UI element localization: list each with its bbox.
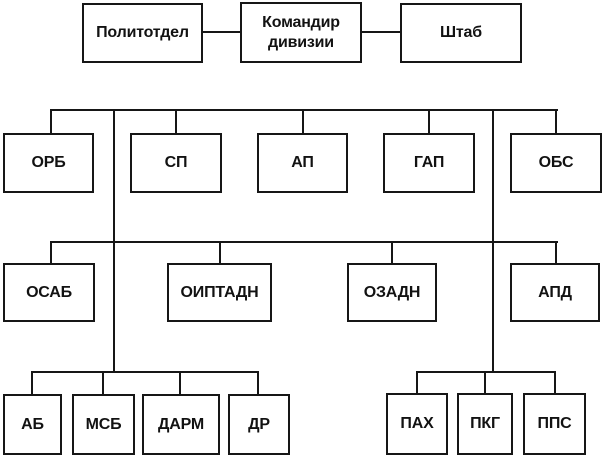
node-orb: ОРБ: [3, 133, 94, 193]
node-politotdel-label: Политотдел: [96, 24, 189, 42]
node-komandir-divizii: Командир дивизии: [240, 2, 362, 63]
node-pkg: ПКГ: [457, 393, 513, 455]
node-osab-label: ОСАБ: [26, 283, 72, 301]
node-pkg-label: ПКГ: [470, 415, 500, 433]
drop-pah: [416, 371, 418, 393]
drop-pps: [554, 371, 556, 393]
node-shtab: Штаб: [400, 3, 522, 63]
node-politotdel: Политотдел: [82, 3, 203, 63]
node-ap-label: АП: [291, 154, 314, 172]
drop-osab: [50, 241, 52, 263]
node-obs-label: ОБС: [538, 154, 574, 172]
bus-row4-right: [416, 371, 556, 373]
node-ozadn-label: ОЗАДН: [363, 283, 421, 301]
node-gap-label: ГАП: [413, 154, 445, 172]
node-obs: ОБС: [510, 133, 602, 193]
drop-sp: [175, 109, 177, 133]
node-ap: АП: [257, 133, 348, 193]
drop-dr: [257, 371, 259, 394]
node-apd-label: АПД: [538, 283, 572, 301]
drop-oiptadn: [219, 241, 221, 263]
drop-darm: [179, 371, 181, 394]
node-oiptadn: ОИПТАДН: [167, 263, 272, 322]
node-oiptadn-label: ОИПТАДН: [180, 283, 259, 301]
node-gap: ГАП: [383, 133, 475, 193]
node-dr-label: ДР: [248, 415, 270, 433]
trunk-right: [492, 109, 494, 372]
drop-apd: [555, 241, 557, 263]
node-apd: АПД: [510, 263, 600, 322]
drop-ab: [31, 371, 33, 394]
bus-row4-left: [31, 371, 259, 373]
node-dr: ДР: [228, 394, 290, 455]
node-pps: ППС: [523, 393, 586, 455]
bus-row3: [50, 241, 558, 243]
node-pah: ПАХ: [386, 393, 448, 455]
drop-msb: [102, 371, 104, 394]
node-msb: МСБ: [72, 394, 135, 455]
connector-komandir-shtab: [362, 31, 400, 33]
node-pah-label: ПАХ: [400, 415, 434, 433]
node-ozadn: ОЗАДН: [347, 263, 437, 322]
drop-ozadn: [391, 241, 393, 263]
node-pps-label: ППС: [537, 415, 572, 433]
connector-politotdel-komandir: [203, 31, 240, 33]
node-orb-label: ОРБ: [31, 154, 66, 172]
trunk-left: [113, 109, 115, 372]
node-msb-label: МСБ: [85, 415, 122, 433]
node-sp: СП: [130, 133, 222, 193]
drop-ap: [302, 109, 304, 133]
drop-obs: [555, 109, 557, 133]
node-komandir-divizii-label: Командир дивизии: [262, 14, 340, 51]
node-osab: ОСАБ: [3, 263, 95, 322]
bus-row2: [50, 109, 558, 111]
node-sp-label: СП: [164, 154, 188, 172]
node-ab-label: АБ: [21, 415, 44, 433]
node-ab: АБ: [3, 394, 62, 455]
drop-gap: [428, 109, 430, 133]
drop-orb: [50, 109, 52, 133]
node-darm-label: ДАРМ: [158, 415, 204, 433]
drop-pkg: [484, 371, 486, 393]
node-shtab-label: Штаб: [440, 24, 482, 42]
node-darm: ДАРМ: [142, 394, 220, 455]
